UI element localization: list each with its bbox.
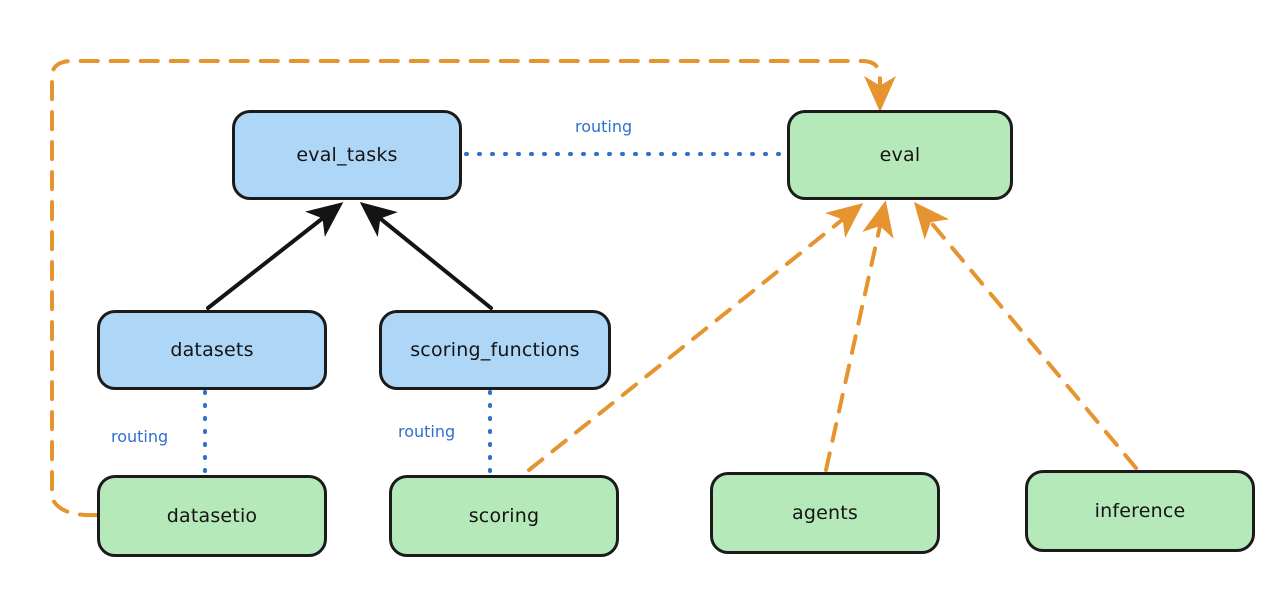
node-label: scoring_functions (410, 339, 580, 361)
node-datasetio[interactable]: datasetio (97, 475, 327, 557)
edge-label-routing-scoring-functions: routing (398, 422, 456, 441)
node-label: eval_tasks (296, 144, 398, 166)
node-label: eval (879, 144, 921, 166)
node-eval[interactable]: eval (787, 110, 1013, 200)
node-agents[interactable]: agents (710, 472, 940, 554)
edge-datasetio-eval (50, 59, 896, 518)
node-inference[interactable]: inference (1025, 470, 1255, 552)
node-label: datasets (170, 339, 254, 361)
node-scoring-functions[interactable]: scoring_functions (379, 310, 611, 390)
edge-datasets-eval-tasks (206, 202, 344, 310)
node-label: datasetio (166, 505, 258, 527)
edge-scoring-eval (527, 203, 864, 472)
node-label: inference (1094, 500, 1186, 522)
node-label: agents (792, 502, 858, 524)
node-scoring[interactable]: scoring (389, 475, 619, 557)
edge-label-routing-datasets: routing (111, 427, 169, 446)
edge-agents-eval (824, 200, 894, 472)
edge-label-routing-eval-tasks: routing (575, 117, 633, 136)
edge-scoring-functions-eval-tasks (359, 201, 493, 310)
edge-inference-eval (913, 201, 1138, 470)
node-eval-tasks[interactable]: eval_tasks (232, 110, 462, 200)
node-label: scoring (468, 505, 540, 527)
node-datasets[interactable]: datasets (97, 310, 327, 390)
